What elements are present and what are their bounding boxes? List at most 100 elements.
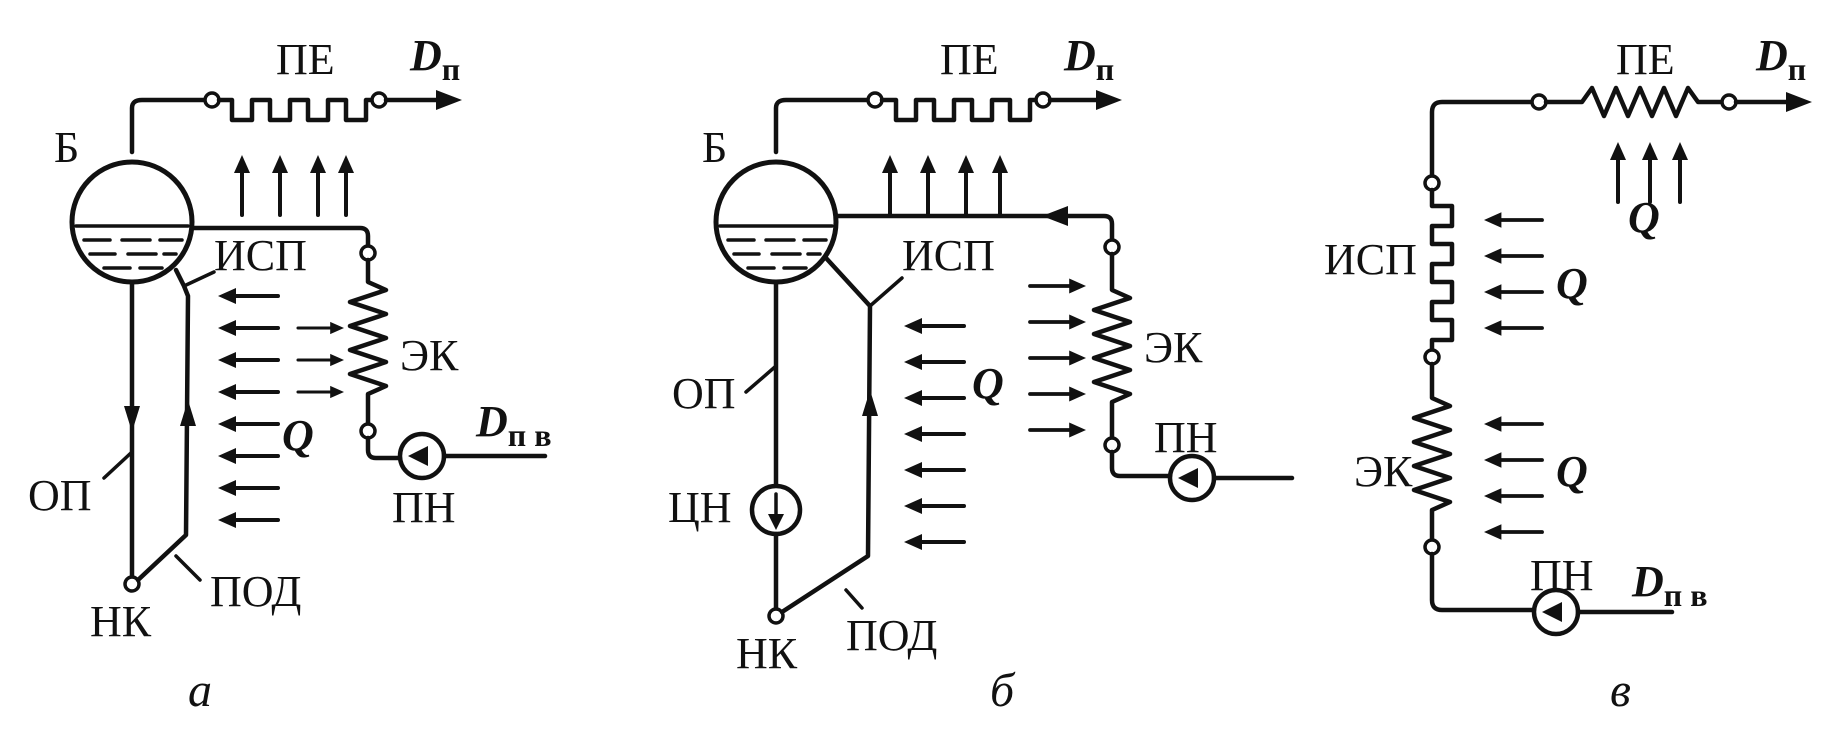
heat-arrow-up-icon xyxy=(956,153,976,217)
label-downcomer-b: ОП xyxy=(672,369,736,418)
label-drum-a: Б xyxy=(54,123,79,172)
label-heat-c-pe: Q xyxy=(1628,193,1660,242)
heat-arrow-left-icon xyxy=(216,478,280,498)
superheater-coil-b xyxy=(879,97,1039,123)
label-circ-pump-b: ЦН xyxy=(668,483,732,532)
economizer-coil-c xyxy=(1411,361,1453,543)
heat-arrow-left-icon xyxy=(902,388,966,408)
circ-pump-arrow-icon xyxy=(768,514,784,530)
label-feed-flow-c: Dп в xyxy=(1631,557,1708,613)
drum-a xyxy=(69,159,195,285)
pump-line-c xyxy=(1429,551,1537,613)
label-steam-flow-a: Dп xyxy=(409,31,460,87)
feed-pump-arrow-icon xyxy=(408,446,428,466)
label-evaporator-c: ИСП xyxy=(1324,235,1417,284)
label-downcomer-a: ОП xyxy=(28,471,92,520)
superheater-coil-a xyxy=(216,97,375,123)
steam-out-arrow-a xyxy=(436,90,462,110)
heat-arrow-up-icon xyxy=(308,153,328,217)
heat-arrow-up-icon xyxy=(232,153,252,217)
pump-line-a xyxy=(365,435,403,461)
flow-down-arrow-icon xyxy=(124,406,140,432)
label-superheater-b: ПЕ xyxy=(940,35,999,84)
heat-arrow-left-icon xyxy=(216,286,280,306)
heat-arrow-left-icon xyxy=(216,414,280,434)
heat-arrow-left-icon xyxy=(1482,246,1544,266)
label-heat-b: Q xyxy=(972,359,1004,408)
heat-arrow-left-icon xyxy=(1482,522,1544,542)
feed-direction-arrow-icon xyxy=(1042,206,1068,226)
label-heat-c-isp: Q xyxy=(1556,259,1588,308)
caption-a: а xyxy=(188,664,212,717)
feed-pump-arrow-icon xyxy=(1178,468,1198,488)
leader-isp-b xyxy=(868,276,904,308)
water-hatch-b xyxy=(726,238,828,270)
steam-line-a xyxy=(129,97,213,155)
label-riser-a: ПОД xyxy=(210,567,301,616)
scheme-b: Б ПЕ Dп ИСП ЭК Q ПН ОП ЦН НК ПОД б xyxy=(668,31,1295,717)
leader-isp-a xyxy=(182,270,216,288)
heat-arrow-left-icon xyxy=(1482,318,1544,338)
heat-arrow-left-icon xyxy=(216,446,280,466)
label-lower-collector-a: НК xyxy=(90,597,152,646)
feed-to-drum-line-a xyxy=(189,225,371,249)
heat-arrow-up-icon xyxy=(990,153,1010,217)
lower-collector-b xyxy=(767,607,785,625)
steam-out-arrow-b xyxy=(1096,90,1122,110)
scheme-c: ПЕ Dп Q ИСП Q ЭК Q ПН Dп в в xyxy=(1324,31,1812,717)
steam-line-b xyxy=(773,97,871,155)
label-feed-pump-c: ПН xyxy=(1530,551,1594,600)
heat-arrow-up-icon xyxy=(1670,140,1690,204)
leader-op-a xyxy=(102,450,134,480)
label-lower-collector-b: НК xyxy=(736,629,798,678)
caption-b: б xyxy=(990,664,1016,717)
heat-arrow-right-icon xyxy=(1028,276,1088,296)
riser-a xyxy=(135,267,191,583)
label-superheater-c: ПЕ xyxy=(1616,35,1675,84)
heat-arrow-left-icon xyxy=(216,382,280,402)
heat-arrow-right-icon xyxy=(1028,420,1088,440)
feed-to-drum-line-b xyxy=(833,213,1115,243)
heat-arrow-right-icon xyxy=(296,383,346,401)
label-superheater-a: ПЕ xyxy=(276,35,335,84)
leader-pod-b xyxy=(844,588,864,610)
heat-arrow-left-icon xyxy=(902,424,966,444)
label-evaporator-b: ИСП xyxy=(902,231,995,280)
heat-arrow-left-icon xyxy=(1482,210,1544,230)
heat-arrow-left-icon xyxy=(1482,450,1544,470)
label-economizer-b: ЭК xyxy=(1144,323,1203,372)
label-economizer-a: ЭК xyxy=(400,331,459,380)
water-hatch-a xyxy=(82,238,184,270)
steam-out-arrow-c xyxy=(1786,92,1812,112)
label-feed-pump-b: ПН xyxy=(1154,413,1218,462)
label-steam-flow-c: Dп xyxy=(1755,31,1806,87)
heat-arrow-left-icon xyxy=(902,532,966,552)
heat-arrow-right-icon xyxy=(296,319,346,337)
label-feed-pump-a: ПН xyxy=(392,483,456,532)
label-heat-a: Q xyxy=(282,411,314,460)
economizer-coil-a xyxy=(347,257,389,427)
economizer-coil-b xyxy=(1091,251,1133,441)
drum-b xyxy=(713,159,839,285)
heat-arrow-up-icon xyxy=(336,153,356,217)
heat-arrow-left-icon xyxy=(1482,486,1544,506)
caption-c: в xyxy=(1610,664,1631,717)
heat-arrow-right-icon xyxy=(1028,312,1088,332)
leader-pod-a xyxy=(174,554,202,582)
evaporator-coil-c xyxy=(1429,187,1455,353)
heat-arrow-left-icon xyxy=(216,510,280,530)
heat-arrow-right-icon xyxy=(1028,348,1088,368)
heat-arrow-up-icon xyxy=(918,153,938,217)
heat-arrow-left-icon xyxy=(1482,414,1544,434)
label-steam-flow-b: Dп xyxy=(1063,31,1114,87)
label-riser-b: ПОД xyxy=(846,611,937,660)
label-evaporator-a: ИСП xyxy=(214,231,307,280)
flow-up-arrow-icon xyxy=(862,390,878,416)
flow-up-arrow-icon xyxy=(180,400,196,426)
heat-arrow-right-icon xyxy=(1028,384,1088,404)
heat-arrow-up-icon xyxy=(270,153,290,217)
heat-arrow-left-icon xyxy=(1482,282,1544,302)
label-heat-c-ek: Q xyxy=(1556,447,1588,496)
heat-arrow-left-icon xyxy=(902,316,966,336)
